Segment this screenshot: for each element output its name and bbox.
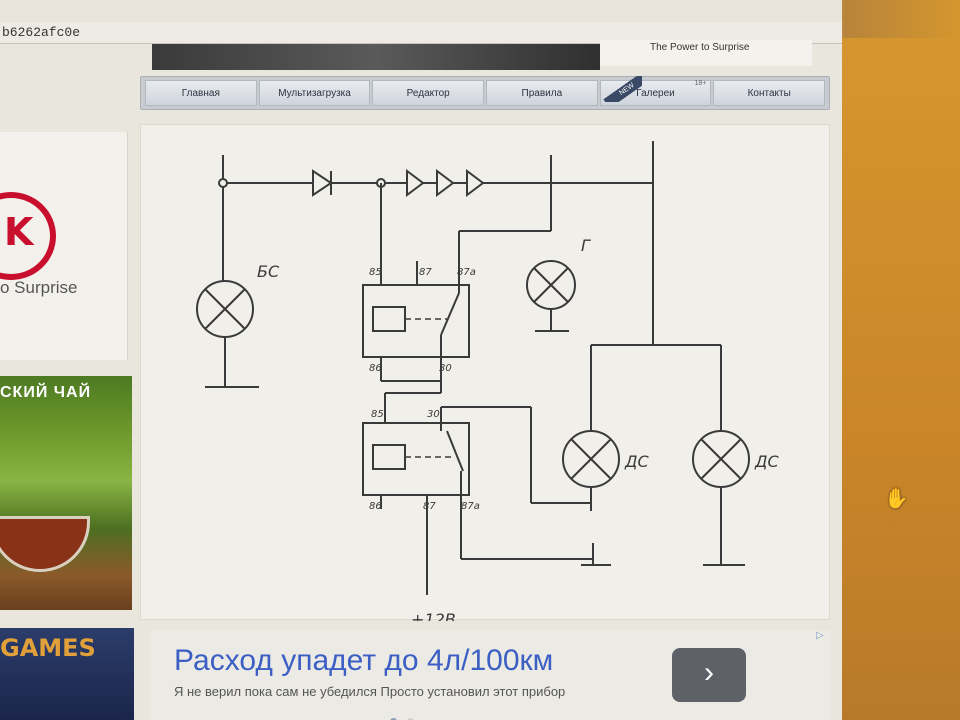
new-ribbon: NEW	[602, 76, 642, 102]
main-navigation: Главная Мультизагрузка Редактор Правила …	[140, 76, 830, 110]
nav-item-contacts[interactable]: Контакты	[713, 80, 826, 106]
header-banner-image	[152, 44, 600, 70]
diode-icon	[436, 169, 455, 197]
brand-ad[interactable]: K o Surprise	[0, 132, 128, 360]
label-r1-85: 85	[369, 267, 382, 278]
nav-item-multiupload[interactable]: Мультизагрузка	[258, 80, 371, 106]
hand-cursor-icon: ✋	[884, 488, 909, 510]
lamp-ds-right-icon	[692, 430, 750, 488]
junction-node	[218, 178, 228, 188]
relay-1-contact	[440, 292, 460, 336]
header-slogan: The Power to Surprise	[600, 40, 812, 66]
text-ad[interactable]: Расход упадет до 4л/100км Я не верил пок…	[150, 630, 830, 720]
ad-dot[interactable]	[407, 718, 415, 720]
label-r2-87a: 87а	[461, 501, 480, 512]
games-ad-banner[interactable]: GAMES	[0, 628, 134, 720]
label-r2-30: 30	[427, 409, 440, 420]
age-badge: 18+	[694, 80, 707, 87]
brand-slogan: o Surprise	[0, 278, 78, 297]
diode-icon	[406, 169, 425, 197]
nav-item-home[interactable]: Главная	[145, 80, 257, 106]
label-supply: +12В	[411, 610, 456, 621]
ad-subtext: Я не верил пока сам не убедился Просто у…	[174, 684, 566, 699]
tea-cup-image	[0, 516, 90, 572]
ad-pagination	[390, 712, 420, 720]
relay-2-contact	[446, 430, 464, 472]
right-sidebar-background	[842, 38, 960, 720]
ad-choices-icon[interactable]: ▷	[816, 630, 824, 641]
browser-top-strip	[0, 0, 842, 22]
brand-logo-letter: K	[4, 210, 34, 254]
ad-headline[interactable]: Расход упадет до 4л/100км	[174, 644, 554, 677]
diode-icon	[312, 169, 333, 197]
games-ad-title: GAMES	[0, 634, 96, 662]
label-r2-85: 85	[371, 409, 384, 420]
url-text: b6262afc0e	[2, 25, 81, 40]
label-ds-right: ДС	[754, 452, 780, 471]
label-g: Г	[581, 236, 591, 255]
label-bs: БС	[257, 262, 280, 281]
diode-icon	[466, 169, 485, 197]
nav-item-galleries[interactable]: Галереи 18+	[599, 80, 712, 106]
wiring-diagram-image: БС Г 85 87 87а 86 30	[140, 124, 830, 621]
label-r1-87: 87	[419, 267, 432, 278]
lamp-bs-icon	[196, 280, 254, 338]
lamp-g-icon	[526, 260, 576, 310]
label-r1-30: 30	[439, 363, 452, 374]
relay-2-coil	[372, 444, 406, 470]
label-r2-87: 87	[423, 501, 436, 512]
ad-next-button[interactable]: ›	[672, 648, 746, 702]
nav-item-rules[interactable]: Правила	[486, 80, 598, 106]
label-r1-87a: 87а	[457, 267, 476, 278]
wiring-diagram: БС Г 85 87 87а 86 30	[196, 141, 780, 621]
nav-item-editor[interactable]: Редактор	[372, 80, 485, 106]
address-bar[interactable]: b6262afc0e	[0, 22, 842, 44]
tea-ad-banner[interactable]: СКИЙ ЧАЙ	[0, 376, 132, 610]
label-r2-86: 86	[369, 501, 382, 512]
lamp-ds-left-icon	[562, 430, 620, 488]
label-ds-left: ДС	[624, 452, 650, 471]
label-r1-86: 86	[369, 363, 382, 374]
relay-1-coil	[372, 306, 406, 332]
ad-dot-active[interactable]	[390, 718, 397, 720]
tea-ad-title: СКИЙ ЧАЙ	[0, 384, 92, 401]
